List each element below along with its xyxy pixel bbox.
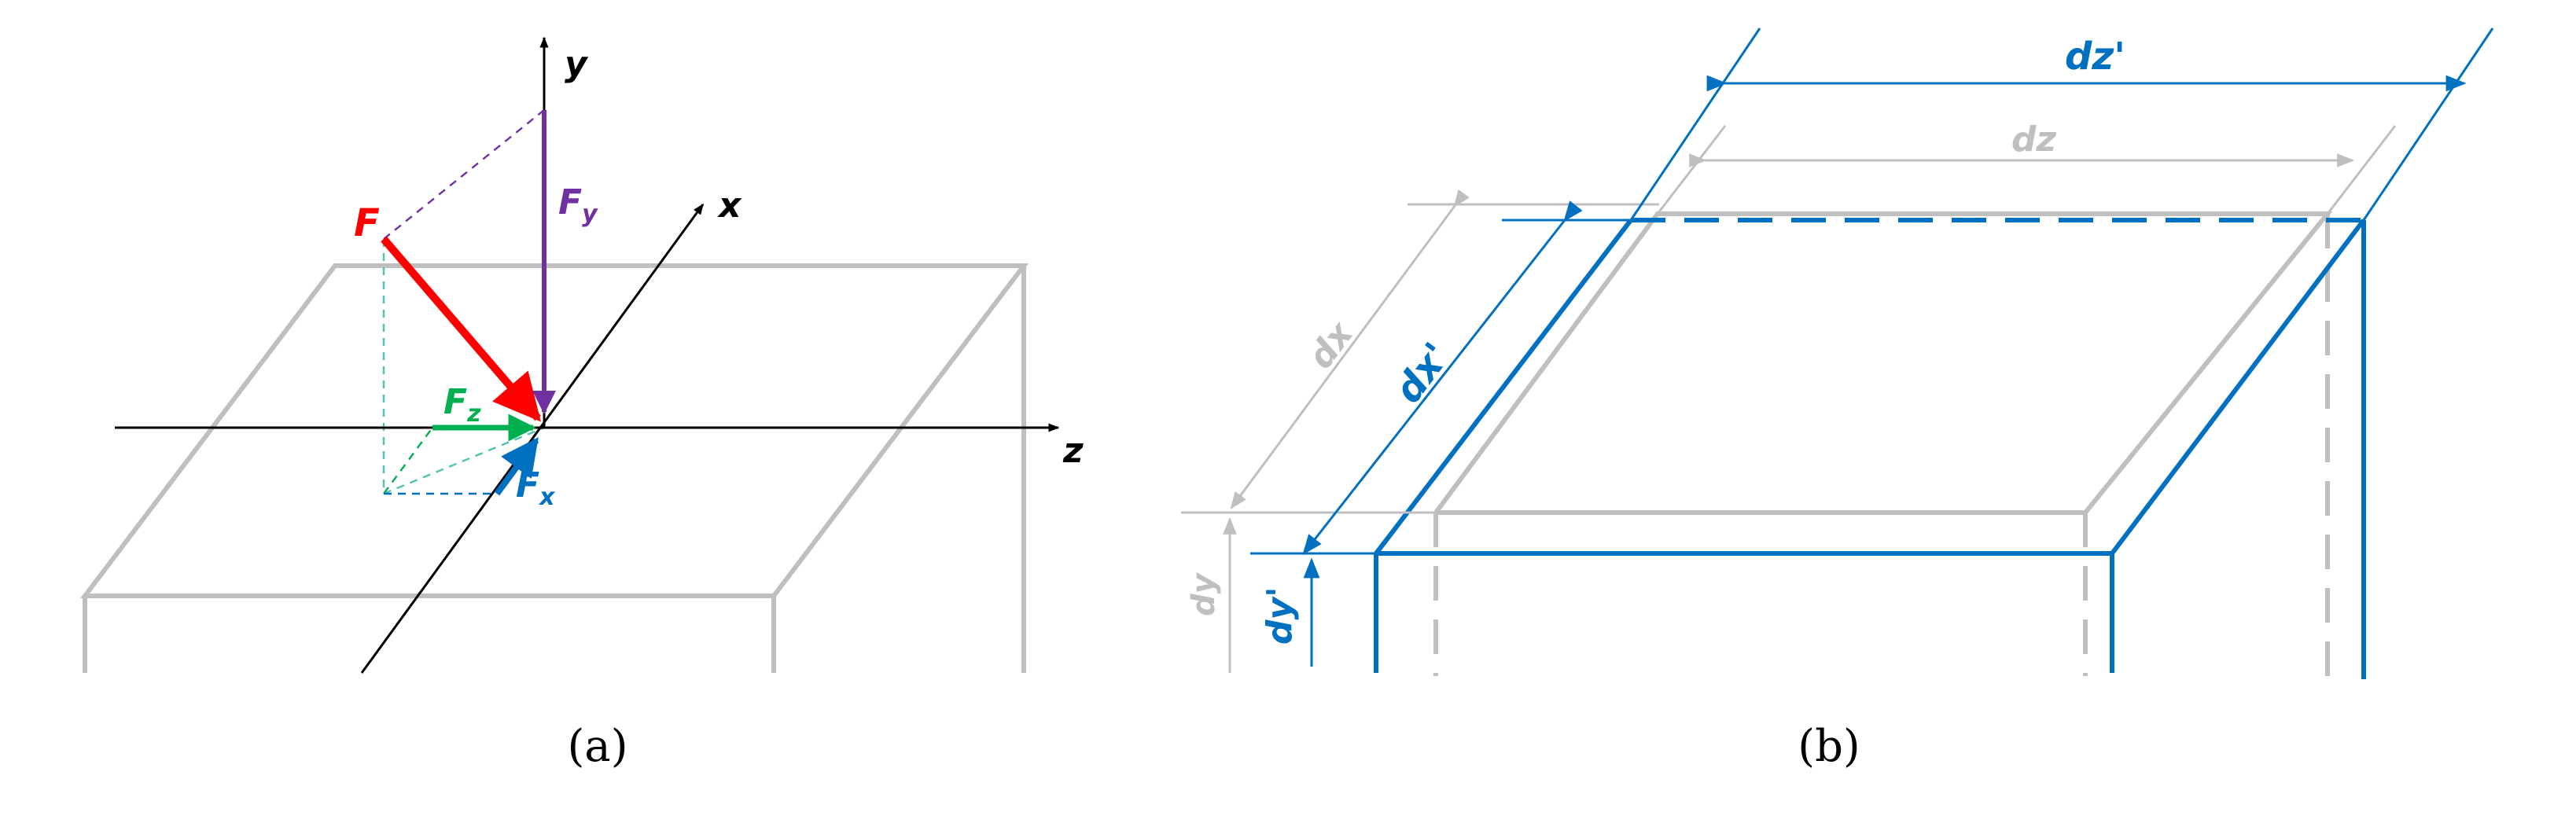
force-Fx-main: F — [516, 465, 539, 505]
dz-ext-left — [1656, 125, 1727, 215]
blue-dimensions — [1250, 28, 2494, 667]
force-Fy-label: Fy — [558, 182, 598, 228]
force-Fz-label: Fz — [443, 382, 481, 428]
dx-prime-label: dx' — [1386, 335, 1459, 412]
force-F-label: F — [354, 201, 380, 245]
plate-top — [79, 263, 1029, 598]
dz-prime-label: dz' — [2065, 35, 2125, 79]
force-Fy-main: F — [558, 182, 582, 222]
proj-base-z — [383, 427, 433, 494]
dz-prime-ext-right — [2362, 28, 2494, 221]
axes — [115, 36, 1060, 674]
panel-b-caption: (b) — [1798, 721, 1860, 772]
panel-a-caption: (a) — [567, 721, 627, 772]
projection-lines — [382, 109, 545, 495]
plate — [79, 263, 1029, 673]
dy-label: dy — [1186, 572, 1222, 616]
force-Fx-label: Fx — [516, 465, 556, 511]
force-Fx-sub: x — [538, 483, 556, 511]
force-Fz-sub: z — [466, 400, 481, 428]
original-plate-outline — [1433, 211, 2333, 515]
x-axis-label: x — [717, 186, 742, 226]
dz-prime-ext-left — [1629, 28, 1761, 221]
dz-label: dz — [2011, 119, 2056, 160]
dx-label: dx — [1301, 314, 1362, 377]
proj-F-to-Fy — [383, 109, 545, 240]
dy-prime-label: dy' — [1260, 586, 1300, 645]
force-Fy-sub: y — [582, 200, 598, 228]
deformed-plate — [1374, 218, 2366, 679]
force-F-arrow — [381, 236, 541, 422]
deformed-right-edge — [2110, 219, 2366, 555]
panel-b: dz' dz dx dx' dy dy' (b) — [1181, 28, 2494, 772]
gray-dimensions — [1181, 125, 2397, 673]
force-Fz-main: F — [443, 382, 467, 422]
y-axis-label: y — [565, 44, 589, 84]
force-Fx-arrow — [494, 437, 539, 496]
z-axis-label: z — [1062, 431, 1084, 471]
dx-prime-dimension-line — [1302, 200, 1583, 556]
panel-a: y x z F Fy Fz Fx (a) — [79, 36, 1084, 772]
dz-ext-right — [2326, 125, 2397, 215]
